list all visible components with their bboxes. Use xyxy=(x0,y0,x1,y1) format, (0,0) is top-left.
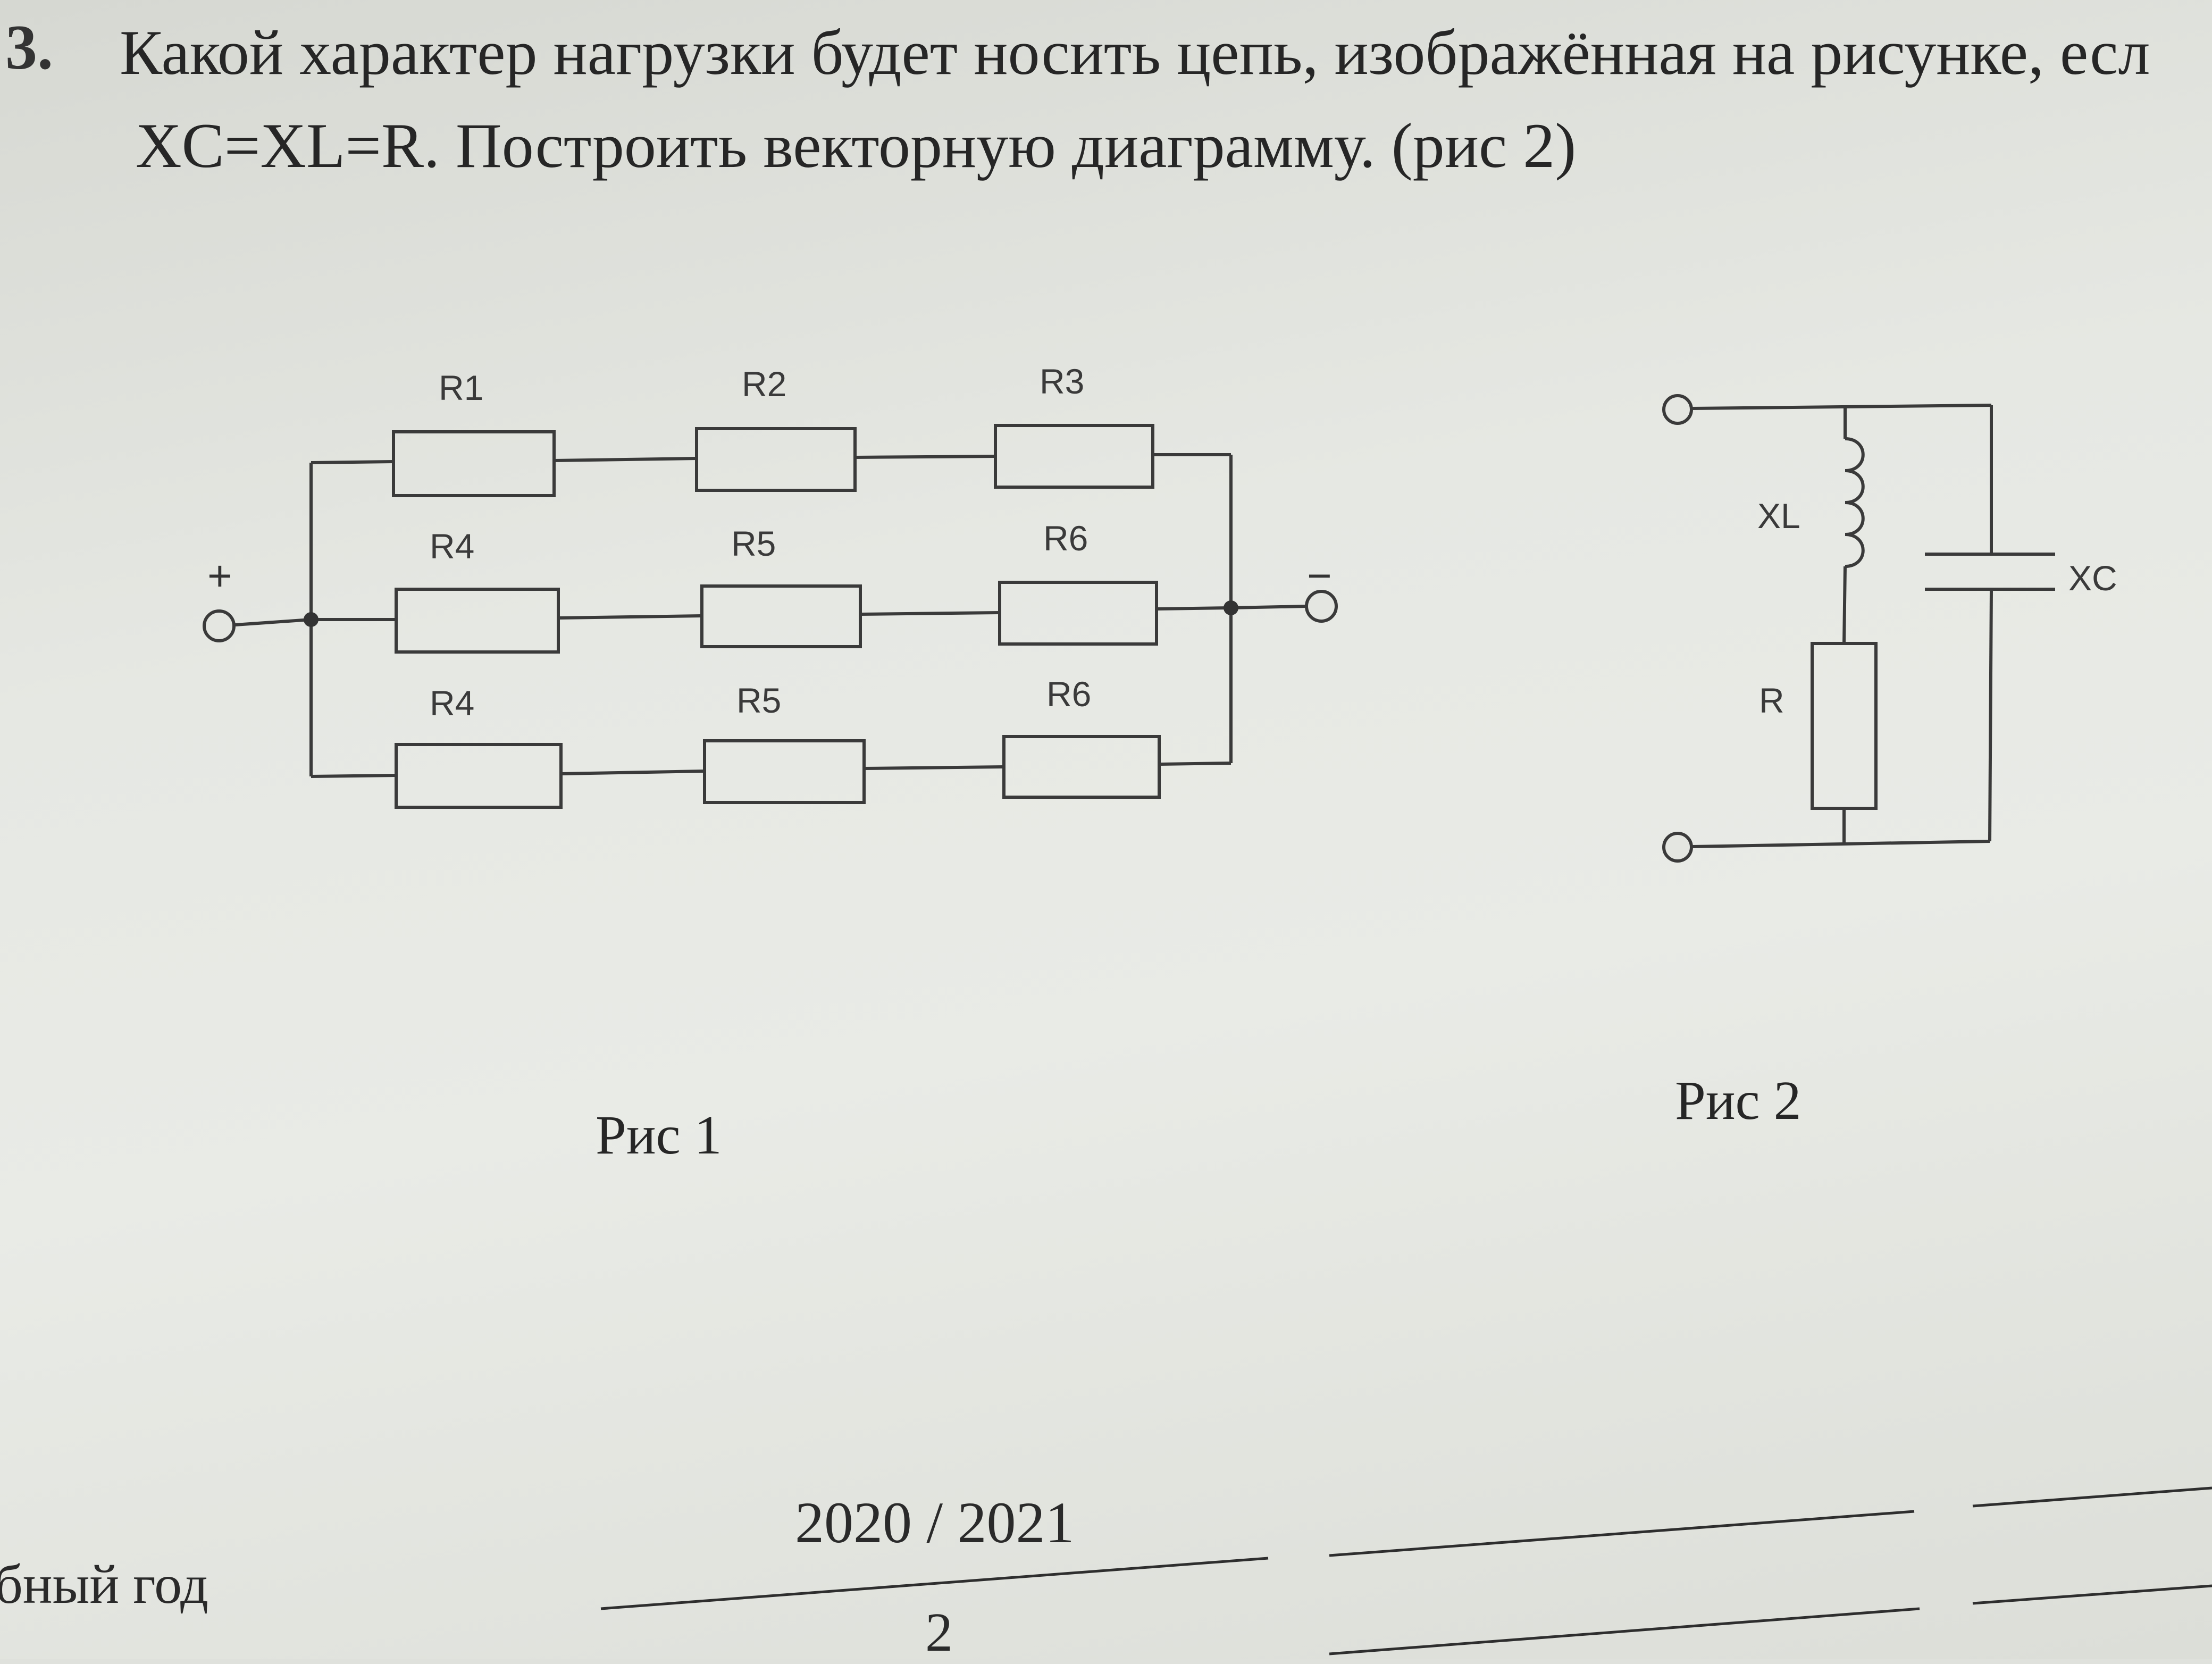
row1-wire xyxy=(311,460,394,464)
minus-sign: − xyxy=(1307,552,1332,599)
footer-line-4 xyxy=(1329,1607,1920,1655)
resistor-R4-lower xyxy=(395,743,563,809)
question-text-line-1: Какой характер нагрузки будет носить цеп… xyxy=(120,17,2150,88)
footer-label: бный год xyxy=(0,1554,209,1615)
resistor-R-fig2 xyxy=(1811,642,1878,810)
row2-wire xyxy=(860,611,1000,616)
figure1-circuit xyxy=(203,424,1338,809)
row1-wire xyxy=(854,455,996,459)
resistor-R6-lower xyxy=(1002,735,1161,799)
inductor-coil xyxy=(1845,437,1865,568)
junction-dot-right xyxy=(1224,600,1238,615)
footer-line-5 xyxy=(1972,1584,2212,1605)
row2-wire xyxy=(558,614,702,620)
row2-wire xyxy=(1156,606,1231,611)
resistor-R2 xyxy=(695,427,857,492)
top-wire xyxy=(1692,404,1992,410)
label-R3: R3 xyxy=(1040,362,1084,401)
row3-wire xyxy=(1159,762,1231,766)
input-lead xyxy=(234,618,312,626)
question-number: 3. xyxy=(5,12,53,82)
label-R5: R5 xyxy=(731,524,776,563)
resistor-R5 xyxy=(700,584,862,648)
label-R4: R4 xyxy=(430,526,474,566)
plus-sign: + xyxy=(207,552,232,599)
resistor-R6 xyxy=(998,581,1158,646)
label-R2: R2 xyxy=(742,364,786,404)
resistor-R5-lower xyxy=(703,739,866,804)
bottom-wire xyxy=(1692,840,1990,848)
row3-wire xyxy=(864,765,1004,770)
resistor-R3 xyxy=(994,424,1154,489)
figure2-circuit xyxy=(1662,394,2055,863)
footer-lines xyxy=(600,1486,2212,1655)
page-number: 2 xyxy=(925,1602,953,1663)
footer-line-year xyxy=(600,1557,1269,1610)
label-R5-lower: R5 xyxy=(736,681,781,720)
label-R6-lower: R6 xyxy=(1046,674,1091,714)
capacitor-lead-bottom xyxy=(1988,589,1993,842)
junction-dot-left xyxy=(304,612,319,627)
academic-year: 2020 / 2021 xyxy=(795,1490,1075,1555)
resistor-R4 xyxy=(395,588,560,654)
label-XC: XC xyxy=(2068,558,2117,598)
row3-wire xyxy=(560,770,705,775)
fig2-terminal-top xyxy=(1662,394,1693,425)
label-R-fig2: R xyxy=(1759,681,1784,720)
row3-wire xyxy=(311,774,397,778)
label-R4-lower: R4 xyxy=(430,683,474,723)
resistor-R1 xyxy=(392,430,556,497)
figure2-caption: Рис 2 xyxy=(1675,1070,1802,1131)
question-text-line-2: XC=XL=R. Построить векторную диаграмму. … xyxy=(136,110,1577,181)
inductor-to-resistor-wire xyxy=(1842,566,1847,644)
output-terminal xyxy=(1305,590,1338,623)
figure1-caption: Рис 1 xyxy=(596,1105,722,1166)
label-R6: R6 xyxy=(1043,519,1088,558)
footer-line-3 xyxy=(1972,1486,2212,1508)
output-lead xyxy=(1230,605,1308,609)
label-R1: R1 xyxy=(439,368,483,407)
label-XL: XL xyxy=(1757,496,1800,536)
input-terminal xyxy=(203,609,236,642)
fig2-terminal-bottom xyxy=(1662,832,1693,863)
row1-wire xyxy=(554,457,697,462)
footer-line-2 xyxy=(1329,1510,1915,1557)
